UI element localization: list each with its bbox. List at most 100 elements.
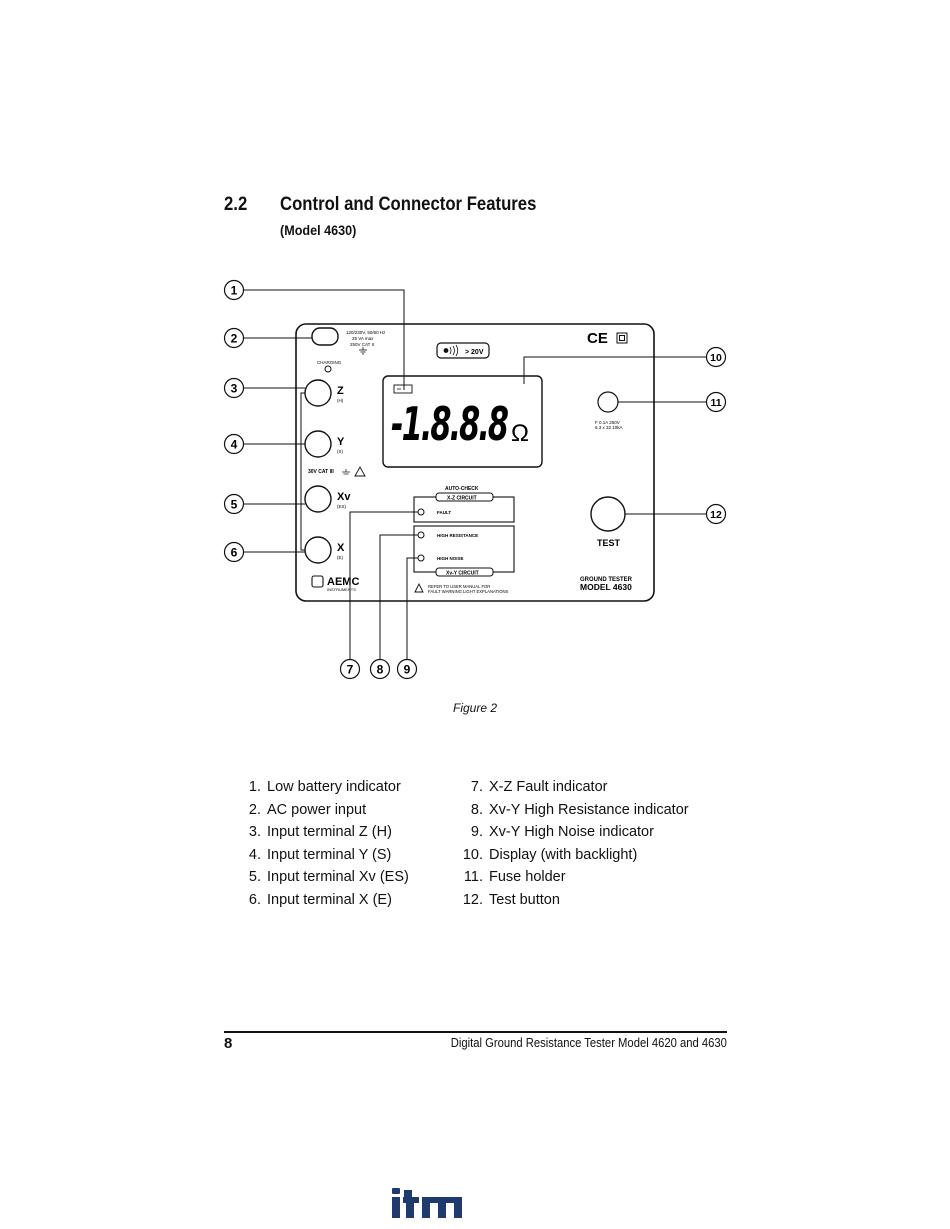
aemc-logo-icon [311,575,324,588]
legend-num: 9. [470,824,483,841]
callout-1 [223,279,245,301]
legend-text: Xv-Y High Noise indicator [489,824,654,841]
page-number: 8 [224,1035,233,1052]
terminal-x [304,536,332,564]
terminal-xv [304,485,332,513]
legend-item: 6. Input terminal X (E) [233,889,409,912]
manual-note-2: FAULT WARNING LIGHT EXPLANATIONS [428,589,508,594]
terminal-xv-sub: (ES) [337,504,347,509]
callout-11 [705,391,727,413]
legend-item: 2.AC power input [233,799,409,822]
callout-3-label: 3 [231,382,238,396]
callout-1-label: 1 [231,284,238,298]
lcd-display [382,375,543,468]
power-spec-2: 25 VA max [352,336,374,341]
brand-sub: INSTRUMENTS [327,587,356,592]
display-reading: -1.8.8.8 [391,397,508,451]
legend-num: 8. [470,801,483,818]
test-label: TEST [597,538,621,548]
legend-text: Input terminal X (E) [267,891,392,908]
voltage-indicator-label: > 20V [465,349,484,356]
legend-text: Fuse holder [489,869,566,886]
high-resistance-led [417,531,425,539]
manual-note-1: REFER TO USER MANUAL FOR [428,584,490,589]
legend-item: 4. Input terminal Y (S) [233,844,409,867]
leader-1 [244,289,405,390]
fuse-spec-2: 6.3 x 32 10kA [595,425,623,430]
legend-num: 5. [248,869,261,886]
legend-text: Input terminal Xv (ES) [267,869,409,886]
legend-text: X-Z Fault indicator [489,779,608,795]
terminal-bracket [300,392,305,551]
legend-text: Input terminal Y (S) [267,846,392,863]
legend-text: Xv-Y High Resistance indicator [489,801,689,818]
high-resistance-label: HIGH RESISTANCE [437,533,478,538]
legend-item: 7. X-Z Fault indicator [455,776,689,799]
callout-4 [223,433,245,455]
speaker-icon [443,348,449,353]
legend-text: Display (with backlight) [489,846,638,863]
cat-ground-icon [342,469,350,475]
callout-2-label: 2 [231,332,238,346]
callout-5-label: 5 [231,498,238,512]
legend-num: 3. [248,824,261,841]
section-title: Control and Connector Features [280,194,537,215]
legend-item: 12. Test button [455,889,689,912]
display-unit: Ω [511,420,529,447]
power-spec-1: 120/230V, 50/60 Hz [346,330,386,335]
leader-7 [349,511,418,660]
callout-12-label: 12 [710,509,722,521]
double-insulation-icon [616,332,628,344]
battery-icon [393,384,413,394]
leader-10 [523,356,706,384]
charging-led [324,365,332,373]
voltage-indicator [436,342,490,359]
terminal-xv-label: Xv [337,491,351,503]
callout-7 [339,658,361,680]
panel-outline [295,323,655,602]
panel-diagram: 120/230V, 50/60 Hz 25 VA max 250V CAT II… [223,279,727,680]
callout-10 [705,346,727,368]
terminal-z-label: Z [337,385,344,397]
fault-label: FAULT [437,510,451,515]
callout-3 [223,377,245,399]
legend-text: Low battery indicator [267,779,401,795]
legend-text: Test button [489,891,560,908]
leader-8 [379,534,418,660]
leader-lines [244,289,706,660]
callout-9-label: 9 [404,663,411,677]
legend-num: 7. [470,779,483,795]
legend-num: 4. [248,846,261,863]
ground-symbol-icon [359,347,367,355]
legend-num: 2. [248,801,261,818]
callout-6-label: 6 [231,546,238,560]
sound-wave-icon [449,344,459,357]
fuse-holder [597,391,619,413]
legend-num: 6. [248,891,261,908]
high-noise-label: HIGH NOISE [437,556,464,561]
section-number: 2.2 [224,194,248,215]
xvy-circuit-tag [435,567,494,577]
legend-num: 11. [463,869,483,886]
leader-9 [406,557,418,660]
legend-item: 3.Input terminal Z (H) [233,821,409,844]
legend-num: 12. [462,891,483,908]
legend-num: 10. [462,846,483,863]
ac-power-input [311,327,339,346]
fault-led [417,508,425,516]
section-subtitle: (Model 4630) [280,222,357,238]
terminal-x-label: X [337,542,345,554]
legend-item: 10. Display (with backlight) [455,844,689,867]
xz-circuit-label: X-Z CIRCUIT [447,496,477,502]
legend-item: 11. Fuse holder [455,866,689,889]
auto-check-label: AUTO-CHECK [445,486,479,492]
fuse-spec-1: F 0.1A 250V [595,420,620,425]
callout-10-label: 10 [710,352,722,364]
xvy-circuit-label: Xv-Y CIRCUIT [446,571,479,577]
terminal-z [304,379,332,407]
terminal-y-sub: (S) [337,449,344,454]
footer-title: Digital Ground Resistance Tester Model 4… [450,1036,727,1050]
callout-9 [396,658,418,680]
legend-right: 7. X-Z Fault indicator 8. Xv-Y High Resist… [455,776,689,912]
manual-warning-icon [414,582,424,593]
